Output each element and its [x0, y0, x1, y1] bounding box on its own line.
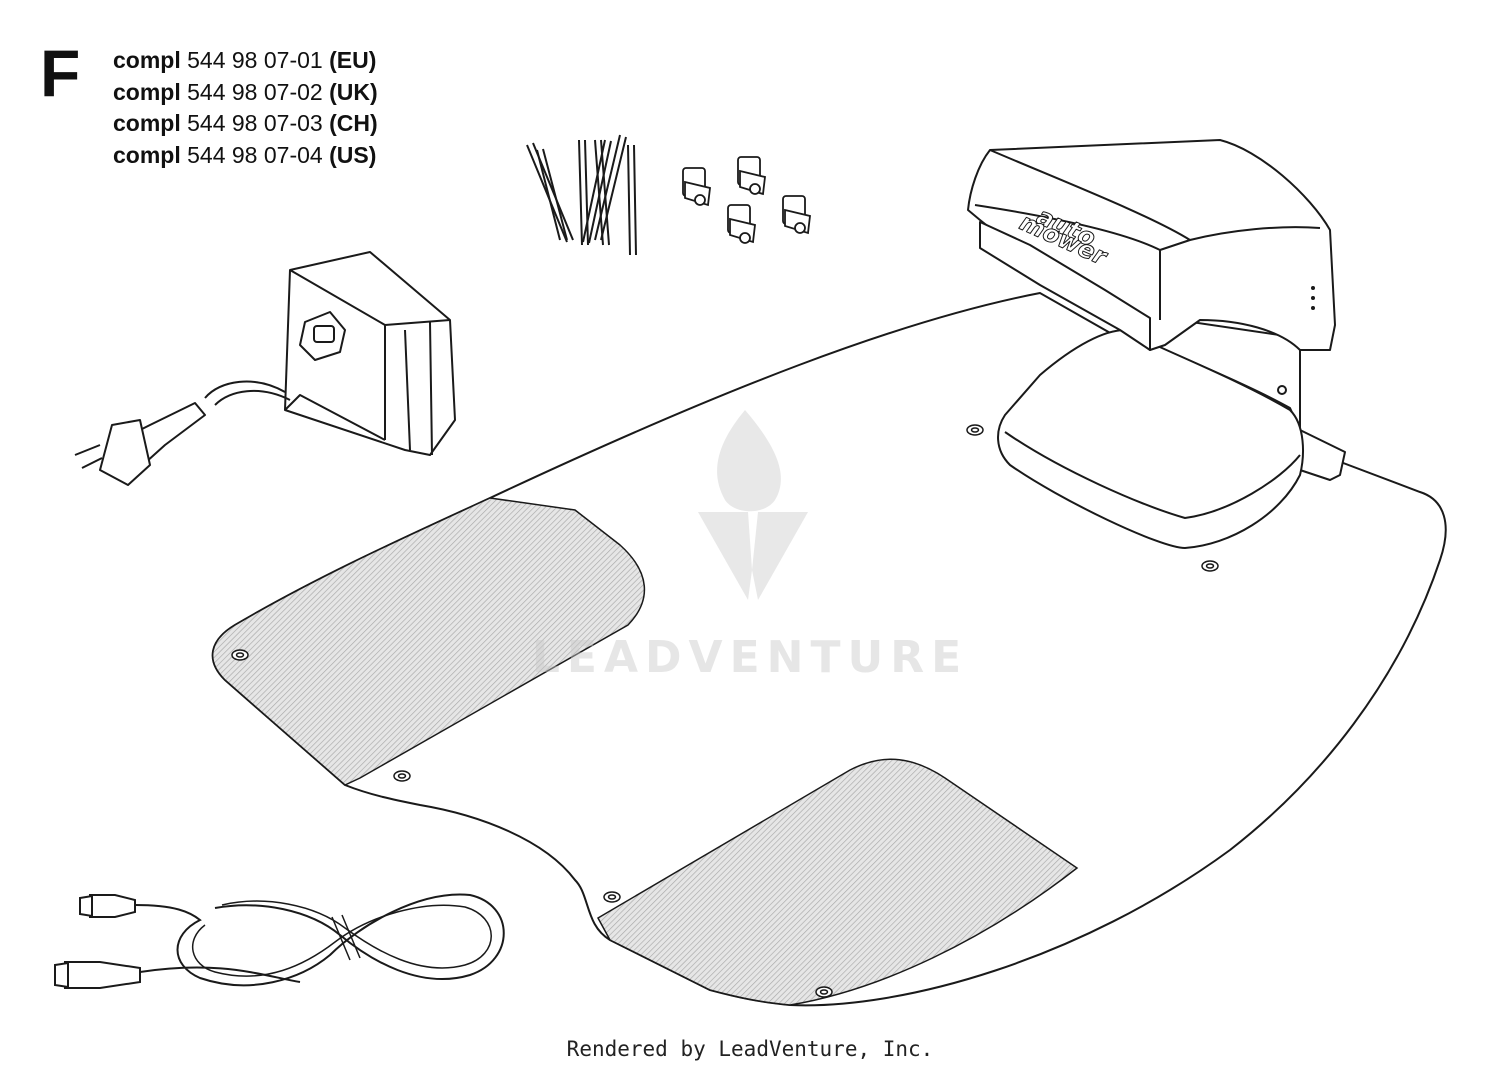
power-cord — [204, 380, 291, 406]
wire-connectors — [682, 156, 811, 244]
part-region: (UK) — [329, 78, 378, 105]
power-supply-edges — [284, 269, 451, 456]
part-number: 544 98 07-04 — [187, 141, 323, 168]
power-plug — [74, 402, 206, 486]
wire-pegs — [526, 134, 637, 256]
power-supply — [74, 251, 456, 486]
low-voltage-cable — [54, 893, 505, 989]
station-hood-ridge — [974, 149, 1321, 320]
part-row: compl 544 98 07-01 (EU) — [113, 45, 378, 77]
power-socket — [299, 311, 346, 361]
part-region: (CH) — [329, 110, 378, 136]
part-number: 544 98 07-03 — [187, 110, 323, 136]
part-prefix: compl — [113, 110, 181, 136]
part-row: compl 544 98 07-03 (CH) — [113, 108, 378, 140]
connector — [682, 167, 711, 207]
watermark-emblem — [698, 410, 808, 600]
part-number: 544 98 07-01 — [187, 47, 323, 73]
cable-connector-top — [79, 894, 136, 918]
footer-credit: Rendered by LeadVenture, Inc. — [566, 1037, 934, 1061]
station-indicator-dots — [1311, 286, 1315, 310]
connector — [737, 156, 766, 196]
plate-peg-holes — [231, 424, 1219, 998]
station-screw-hole — [1277, 385, 1287, 395]
wheel-pad-right — [596, 758, 1079, 1006]
section-letter: F — [40, 36, 81, 110]
part-prefix: compl — [113, 141, 181, 168]
part-row: compl 544 98 07-02 (UK) — [113, 77, 378, 109]
part-prefix: compl — [113, 78, 181, 105]
part-prefix: compl — [113, 47, 181, 73]
cable-connector-bottom — [54, 961, 141, 989]
power-supply-box — [284, 251, 456, 456]
part-row: compl 544 98 07-04 (US) — [113, 140, 378, 172]
station-contact-arm — [979, 221, 1151, 351]
part-region: (EU) — [329, 47, 377, 73]
part-region: (US) — [329, 141, 377, 168]
part-number: 544 98 07-02 — [187, 78, 323, 105]
charging-plate — [211, 291, 1447, 1007]
wheel-pad-left — [211, 497, 646, 786]
charging-station: auto mower — [967, 139, 1346, 549]
connector — [727, 204, 756, 244]
station-base-edge — [1004, 431, 1301, 519]
parts-list: compl 544 98 07-01 (EU) compl 544 98 07-… — [113, 45, 378, 171]
connector — [782, 195, 811, 235]
watermark-text: LEADVENTURE — [531, 632, 969, 683]
